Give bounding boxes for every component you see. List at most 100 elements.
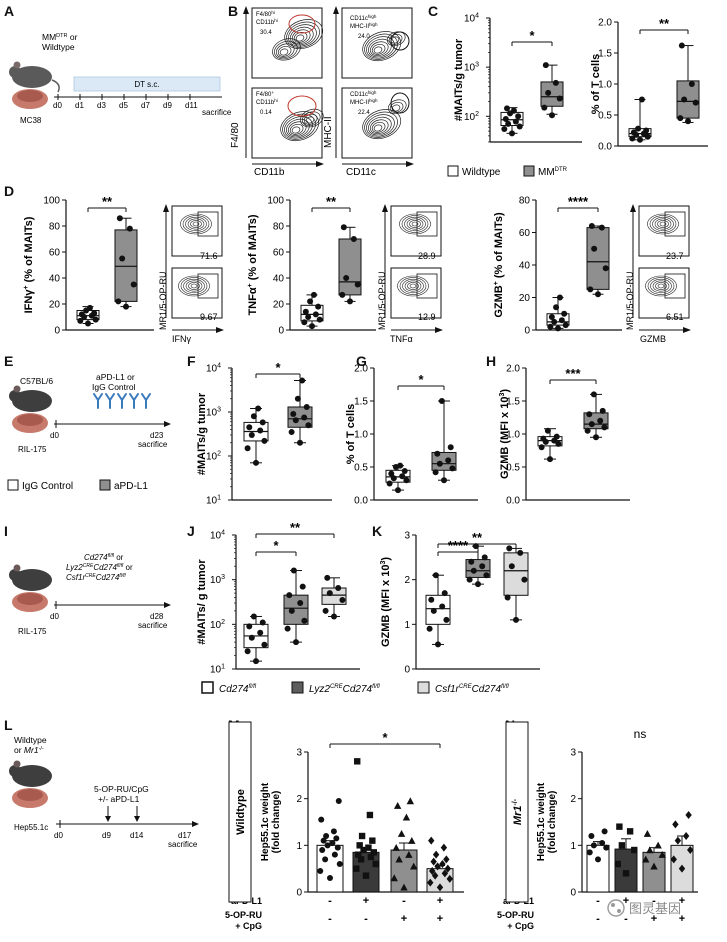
flow-gate [664, 273, 686, 299]
contour-line [280, 111, 320, 142]
data-point [246, 623, 253, 630]
significance-label: **** [568, 194, 589, 209]
data-point [301, 319, 308, 326]
treatment-sign: - [596, 913, 600, 925]
data-point [650, 862, 658, 870]
contour-line [366, 114, 395, 137]
data-point [310, 291, 317, 298]
y-axis-label: Hep55.1c weight [260, 782, 271, 861]
panel-l-schematic: Wildtype or Mr1-/- 5-OP-RU/CpG +/- aPD-L… [9, 735, 199, 849]
data-point [290, 411, 297, 418]
y-tick-label: 1.0 [354, 430, 368, 441]
data-point [614, 860, 621, 868]
y-tick-label: 1.5 [598, 49, 612, 60]
panel-i-end: d28 [150, 612, 164, 621]
contour-line [652, 216, 674, 232]
data-point [429, 867, 436, 875]
y-axis-label: IFNγ+ (% of MAITs) [23, 216, 35, 313]
data-point [301, 414, 308, 421]
y-tick-label: 0 [570, 888, 576, 899]
panel-letter-d: D [4, 183, 14, 199]
dt-treatment-label: DT s.c. [134, 80, 159, 89]
contour-line [373, 46, 383, 54]
box [537, 436, 563, 447]
mouse-icon-e [9, 385, 52, 412]
contour-line [368, 116, 392, 136]
panel-letter-e: E [4, 353, 13, 369]
data-point [599, 407, 606, 414]
data-point [324, 574, 331, 581]
contour-line [391, 104, 401, 112]
data-point [599, 840, 606, 846]
data-point [505, 120, 512, 127]
panel-letter-l: L [4, 717, 13, 733]
mouse-icon-i [9, 564, 52, 591]
flow-axis-arrowhead [382, 204, 388, 212]
panel-i-schematic: Cd274fl/fl or Lyz2CRECd274fl/fl or Csf1r… [9, 553, 171, 636]
flow-axis-tnfa: TNFα [390, 334, 413, 344]
data-point [444, 864, 451, 873]
data-point [343, 275, 350, 281]
data-point [255, 405, 262, 412]
gate-label-b2: F4/80+ [256, 90, 274, 98]
y-tick-label: 103 [206, 407, 221, 419]
flow-plot [390, 205, 442, 257]
y-tick-label: 104 [206, 363, 221, 375]
data-point [406, 797, 415, 805]
treatment-sign: + [651, 913, 657, 925]
data-point [319, 847, 326, 853]
y-tick-label: 20 [49, 300, 61, 311]
contour-line [180, 277, 208, 295]
significance-label: ** [102, 194, 113, 209]
treatment-sign: - [652, 895, 656, 907]
data-point [553, 304, 560, 311]
data-point [326, 590, 333, 597]
data-point [78, 311, 85, 318]
y-tick-label: 1.5 [354, 397, 368, 408]
y-tick-label: 1 [296, 841, 302, 852]
treatment-sign: - [402, 895, 406, 907]
data-point [439, 603, 446, 610]
panel-d-flow: 71.6 9.67 28.9 12.9 23.7 6.51 MR1/5-OP-R… [158, 204, 691, 344]
y-axis-label: GZMB (MFI x 103) [499, 389, 511, 479]
data-point [479, 563, 486, 570]
legend-mmdtr: MMDTR [538, 167, 568, 178]
data-point [538, 444, 545, 451]
data-point [253, 658, 259, 665]
data-point [432, 469, 439, 476]
data-point [307, 298, 314, 305]
data-point [353, 865, 360, 872]
data-point [301, 617, 308, 624]
data-point [430, 857, 437, 866]
data-point [547, 323, 554, 330]
data-point [357, 856, 365, 863]
treatment-sign: + [679, 895, 685, 907]
contour-line [274, 40, 298, 60]
treatment-row-label: 5-OP-RU [225, 910, 262, 920]
contour-line [187, 218, 205, 230]
flow-plot [638, 267, 690, 319]
data-point [436, 883, 444, 892]
y-axis-label: GZMB (MFI x 103) [380, 557, 392, 647]
data-point [434, 450, 441, 457]
data-point [678, 864, 686, 873]
data-point [115, 298, 122, 305]
y-tick-label: 2.0 [354, 364, 368, 375]
contour-line [188, 282, 200, 290]
contour-line [291, 29, 311, 45]
y-tick-label: 2 [570, 794, 576, 805]
data-point [593, 434, 599, 441]
data-point [547, 456, 553, 463]
data-point [677, 115, 684, 122]
data-point [395, 855, 403, 863]
data-point [362, 872, 370, 879]
panel-e-end: d23 [150, 431, 164, 440]
data-point [441, 477, 447, 484]
y-tick-label: 101 [210, 664, 225, 676]
box [676, 80, 700, 119]
data-point [329, 840, 336, 846]
panel-l-d9: d9 [102, 831, 111, 840]
